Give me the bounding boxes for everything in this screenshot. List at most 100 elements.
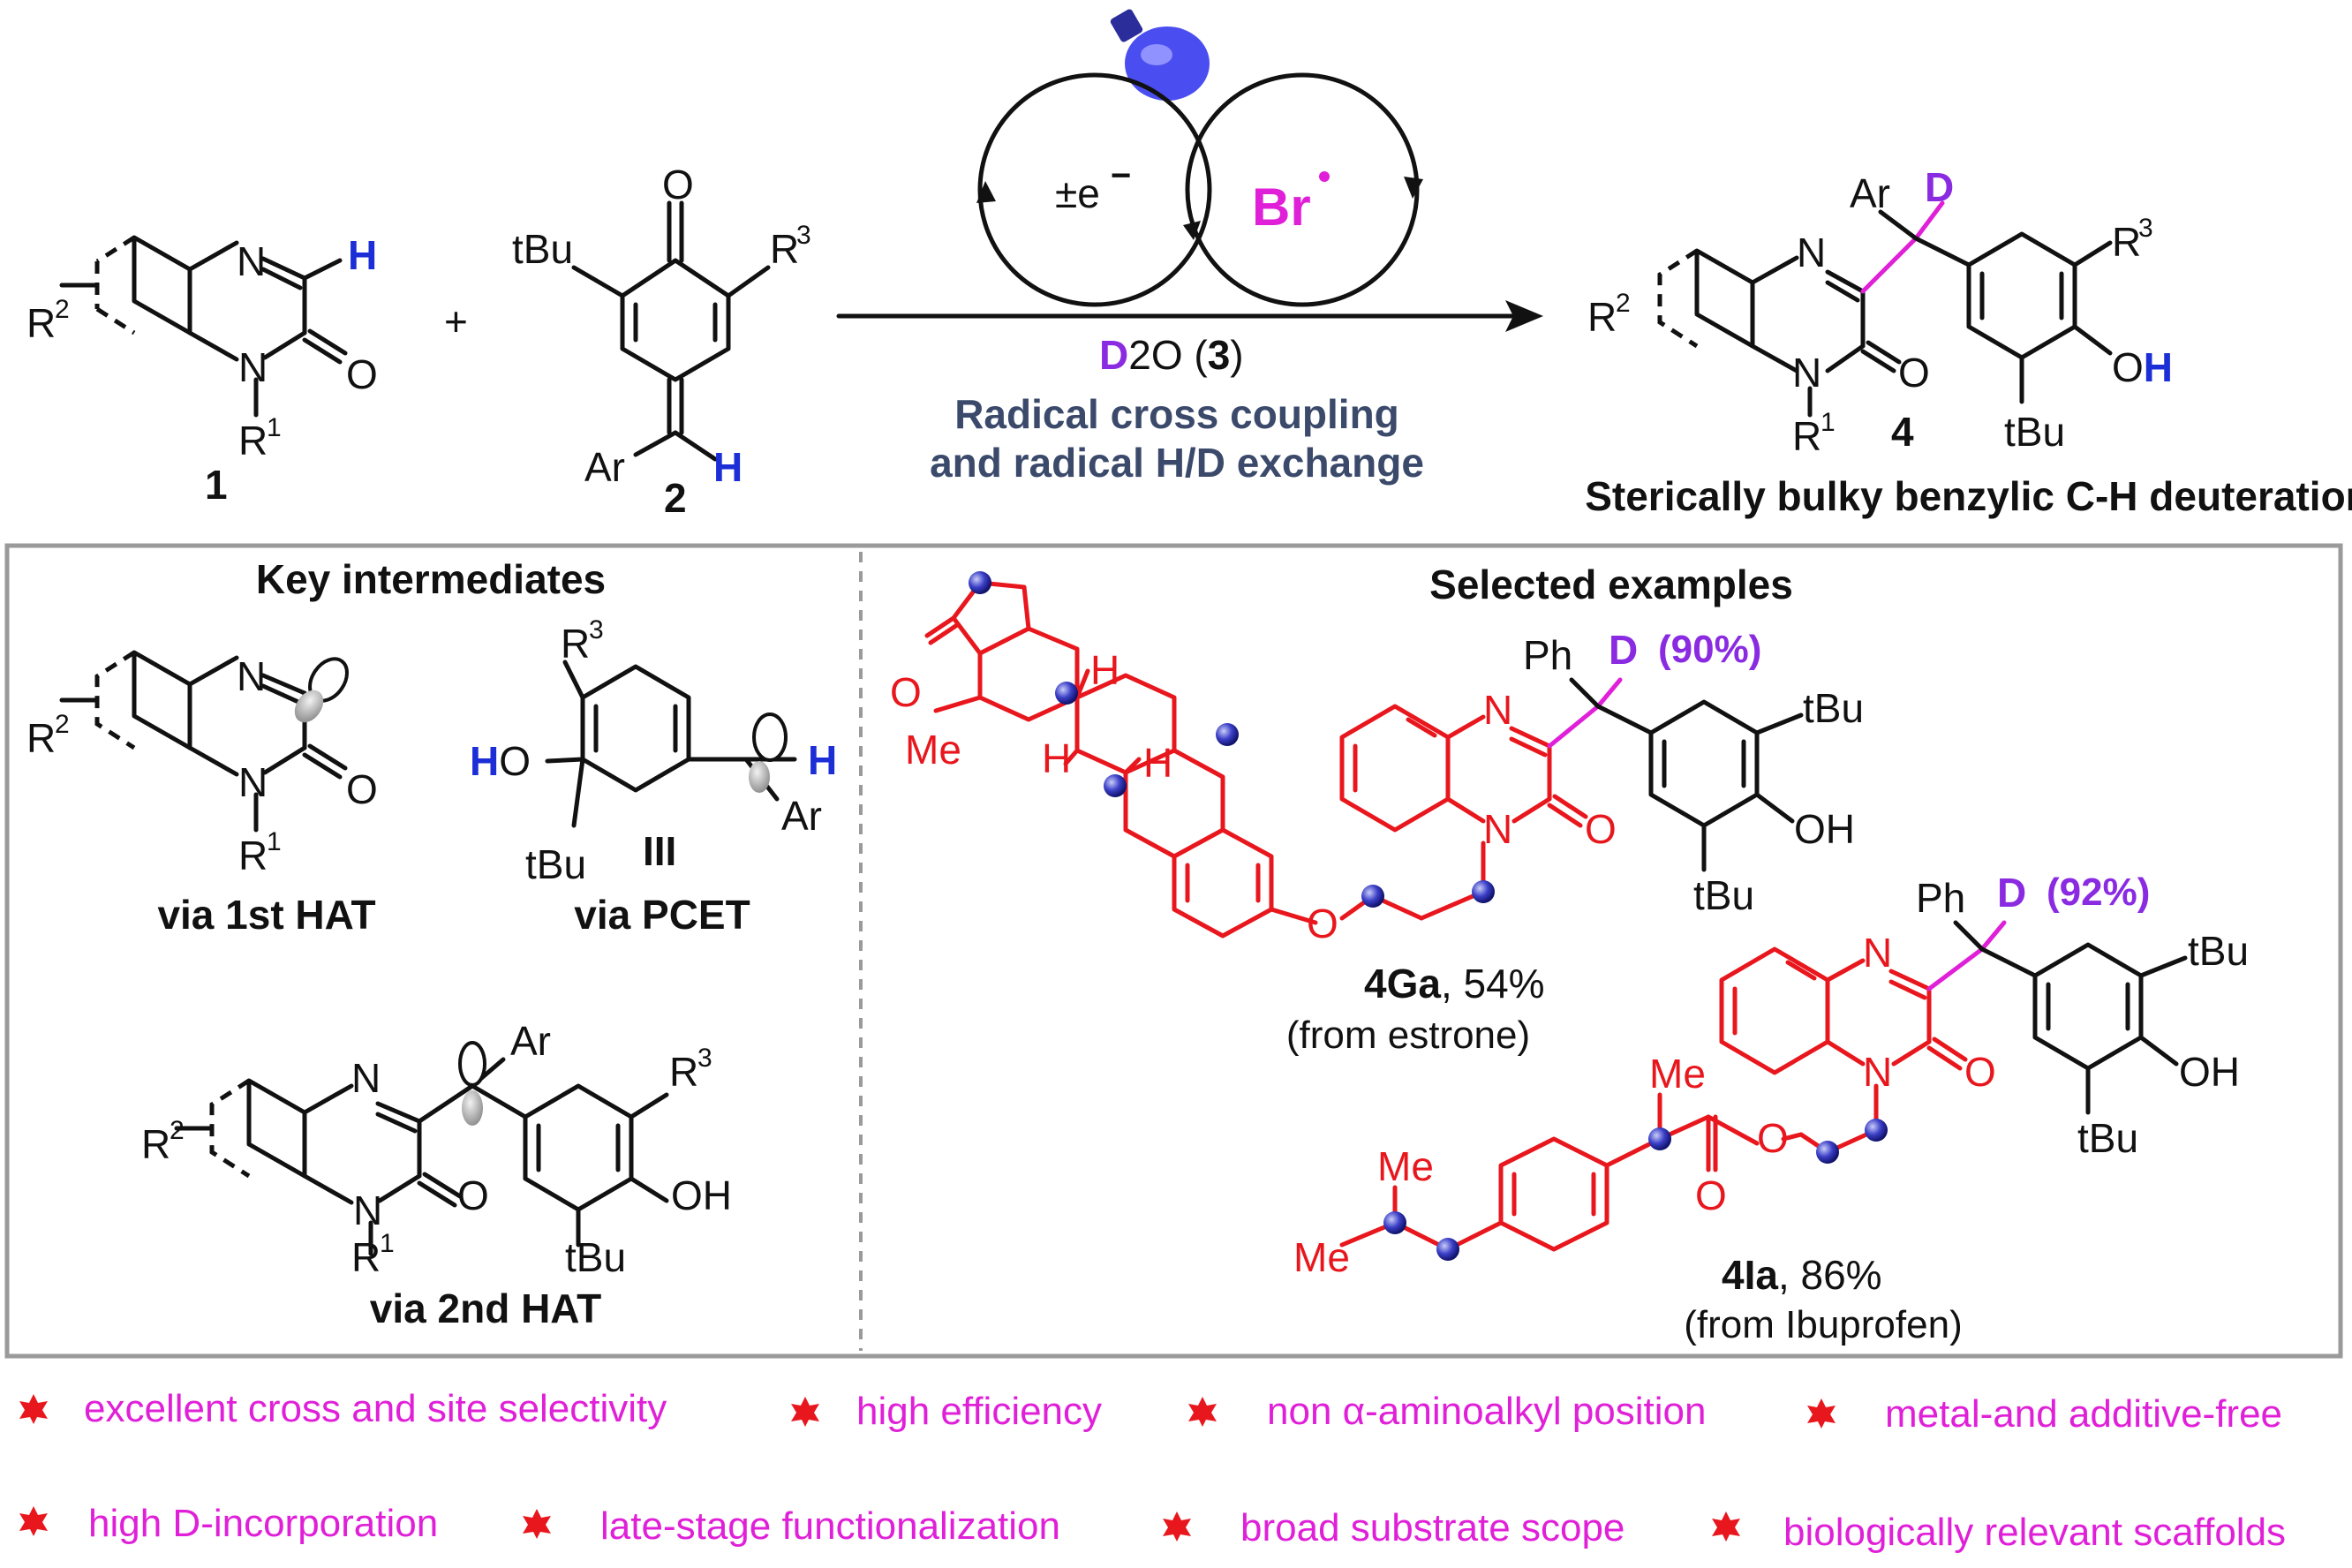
hat2-lobe-bottom (462, 1090, 483, 1126)
intermediate-1: N N O R 2 R 1 via 1st HAT (26, 650, 378, 938)
ia-atom-markers (1383, 1119, 1888, 1261)
feature-item: excellent cross and site selectivity (19, 1387, 667, 1430)
photoredox-cycles: ±e − Br (976, 9, 1423, 307)
c2-tbu: tBu (512, 226, 573, 272)
intermediate-2-caption: via PCET (574, 892, 750, 938)
feature-item: non α-aminoalkyl position (1188, 1390, 1706, 1433)
feature-text: high efficiency (856, 1390, 1102, 1433)
example-4Ia: N N O O O Me Me Me Ph D (92%) tBu OH tBu… (1293, 870, 2249, 1346)
feature-item: broad substrate scope (1163, 1506, 1625, 1549)
i3-r1-sup: 1 (380, 1229, 395, 1258)
reagent-text: D2O (3) (1099, 332, 1244, 378)
compound-2: O tBu R 3 Ar H 2 (512, 162, 811, 521)
radical-dot (1319, 171, 1330, 182)
ia-methyl-top: Me (1377, 1143, 1434, 1189)
selected-examples-title: Selected examples (1429, 562, 1793, 607)
red-star-icon (19, 1394, 48, 1424)
ia-tbu-top: tBu (2188, 928, 2249, 974)
i3-r2-sup: 2 (170, 1116, 185, 1145)
ia-d-incorporation: (92%) (2047, 871, 2150, 914)
light-bulb-icon (1110, 9, 1210, 101)
i3-oh: OH (671, 1172, 732, 1218)
reagent-label: D2O (3) Radical cross coupling and radic… (930, 332, 1424, 486)
product-4-number: 4 (1891, 409, 1914, 455)
conditions-line-1: Radical cross coupling (954, 391, 1399, 437)
i2-r3: R (561, 621, 590, 667)
i3-oxygen: O (457, 1172, 489, 1218)
red-star-icon (1712, 1511, 1740, 1542)
feature-text: non α-aminoalkyl position (1267, 1390, 1706, 1433)
red-star-icon (19, 1506, 48, 1536)
ga-tbu-bottom: tBu (1693, 872, 1754, 918)
cycle-bromine-radical: Br (1252, 177, 1311, 237)
i2-hydrogen: H (808, 737, 837, 783)
ga-n-bottom: N (1483, 806, 1512, 852)
i1-r1-sup: 1 (267, 827, 282, 856)
ia-ester-o: O (1757, 1115, 1789, 1161)
c1-oxygen: O (346, 351, 378, 397)
red-star-icon (523, 1509, 551, 1539)
ia-deuterium: D (1997, 870, 2026, 916)
ga-ether-oxygen: O (1307, 901, 1338, 946)
ga-h1: H (1090, 647, 1119, 693)
ga-d-incorporation: (90%) (1658, 628, 1761, 671)
cycle-electron: ±e (1055, 170, 1100, 216)
ga-oxygen: O (890, 669, 922, 715)
intermediate-1-caption: via 1st HAT (157, 892, 375, 938)
ia-ph: Ph (1916, 875, 1965, 921)
p4-r3: R (2112, 219, 2141, 265)
compound-1: N N O H R 2 R 1 1 (26, 232, 378, 508)
feature-text: late-stage functionalization (600, 1504, 1060, 1548)
i2-r3-sup: 3 (589, 615, 604, 645)
compound-2-number: 2 (664, 475, 687, 521)
red-star-icon (1188, 1397, 1217, 1427)
c1-r1-sup: 1 (267, 413, 282, 442)
intermediate-3-caption: via 2nd HAT (370, 1285, 601, 1331)
i1-n-top: N (237, 653, 266, 699)
i3-r3: R (669, 1049, 698, 1095)
ia-methyl: Me (1649, 1051, 1706, 1097)
i2-ar: Ar (781, 793, 822, 839)
ga-carbonyl-o: O (1585, 806, 1617, 852)
i1-r2-sup: 2 (55, 710, 70, 739)
ia-tbu-bottom: tBu (2077, 1115, 2138, 1161)
intermediate-3: N N O R 2 R 1 Ar R 3 OH tBu via 2nd HAT (141, 1018, 732, 1331)
c1-n-top: N (237, 238, 266, 284)
summary-box (4, 543, 2343, 1359)
ga-h3: H (1143, 740, 1172, 786)
i3-tbu: tBu (565, 1234, 626, 1280)
p4-ar: Ar (1850, 170, 1890, 216)
i3-ar: Ar (510, 1018, 551, 1064)
feature-text: metal-and additive-free (1885, 1392, 2282, 1436)
c1-hydrogen: H (348, 232, 377, 278)
c1-r2: R (26, 300, 56, 346)
feature-text: biologically relevant scaffolds (1783, 1511, 2286, 1554)
red-star-icon (1807, 1398, 1836, 1429)
c1-n-bottom: N (238, 344, 268, 390)
p4-oxygen-label: O (1898, 350, 1930, 396)
feature-text: excellent cross and site selectivity (84, 1387, 667, 1430)
feature-text: high D-incorporation (88, 1502, 438, 1545)
cycle-electron-sup: − (1111, 156, 1131, 195)
p4-r2: R (1587, 294, 1617, 340)
ga-source: (from estrone) (1286, 1014, 1530, 1057)
p4-n-bottom-label: N (1792, 350, 1821, 396)
c2-r3-sup: 3 (796, 221, 811, 250)
ga-atom-markers (969, 571, 1495, 908)
pcet-lobe-bottom (749, 761, 770, 793)
i1-n-bottom: N (238, 759, 268, 805)
i1-oxygen: O (346, 766, 378, 812)
orbital-lobe-bottom (294, 690, 324, 723)
ga-h2: H (1042, 735, 1071, 781)
i2-tbu: tBu (525, 841, 586, 887)
red-star-icon (791, 1397, 819, 1427)
ia-n-bottom: N (1863, 1049, 1892, 1095)
red-star-icon (1163, 1511, 1191, 1542)
p4-deuterium: D (1925, 164, 1954, 210)
i1-r1: R (238, 833, 268, 878)
i3-n-bottom: N (353, 1187, 382, 1233)
c2-oxygen: O (662, 162, 694, 207)
ga-deuterium: D (1609, 627, 1638, 673)
ia-methyl-bottom: Me (1293, 1234, 1350, 1280)
